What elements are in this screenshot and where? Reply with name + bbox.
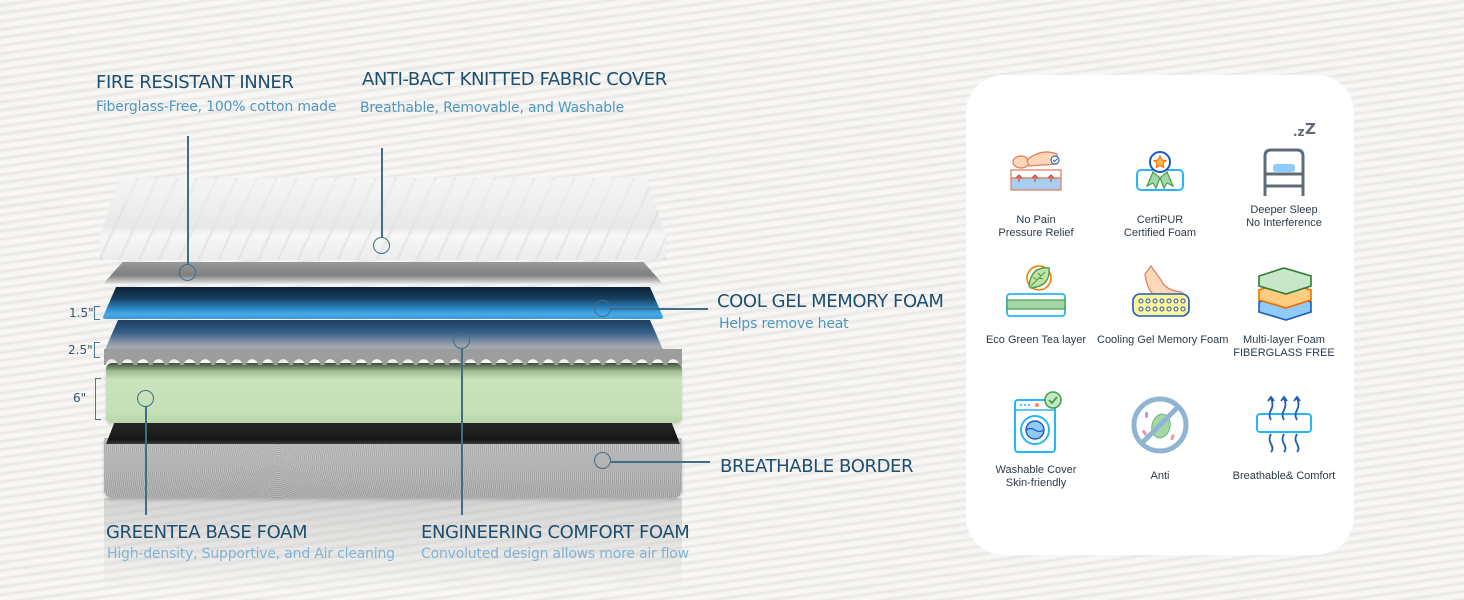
bed-sleep-icon: .z Z <box>1263 120 1316 196</box>
feature-label: Skin-friendly <box>1005 477 1067 489</box>
fabric-cover-top-face <box>120 180 646 230</box>
feature-label: No Pain <box>1016 214 1056 226</box>
greentea-base-foam-layer <box>106 363 682 423</box>
feature-label: Cooling Gel Memory Foam <box>1097 334 1229 346</box>
border-inner-shadow <box>106 422 680 444</box>
gel-foam-leader-line <box>610 308 708 310</box>
feature-label: Anti <box>1150 470 1170 482</box>
fire-resistant-inner-layer <box>103 262 663 284</box>
feature-label: Breathable& Comfort <box>1232 470 1336 482</box>
gel-foam-subtitle: Helps remove heat <box>719 316 849 332</box>
base-thickness-bracket <box>95 378 101 420</box>
fabric-cover-leader-line <box>381 148 383 238</box>
greentea-title: GREENTEA BASE FOAM <box>106 522 308 543</box>
gel-foam-title: COOL GEL MEMORY FOAM <box>717 291 944 312</box>
feature-certipur: CertiPUR Certified Foam <box>1097 140 1223 240</box>
feature-cooling-gel: Cooling Gel Memory Foam <box>1097 260 1229 347</box>
feature-label: Eco Green Tea layer <box>985 334 1087 346</box>
fabric-cover-title: ANTI-BACT KNITTED FABRIC COVER <box>362 69 667 90</box>
feature-label: CertiPUR <box>1136 214 1184 226</box>
comfort-thickness-bracket <box>94 342 100 358</box>
greentea-subtitle: High-density, Supportive, and Air cleani… <box>107 546 395 562</box>
feature-label: Washable Cover <box>995 464 1077 476</box>
engineering-comfort-foam-layer <box>104 320 664 352</box>
greentea-marker-icon <box>137 390 154 407</box>
feature-anti-bacterial: Anti <box>1097 390 1223 483</box>
feature-label: Certified Foam <box>1123 227 1197 239</box>
feature-eco-green-tea: Eco Green Tea layer <box>973 260 1099 347</box>
anti-bacteria-icon <box>1131 396 1189 454</box>
feature-label: No Interference <box>1246 217 1322 229</box>
comfort-title: ENGINEERING COMFORT FOAM <box>421 522 690 543</box>
border-marker-icon <box>594 452 611 469</box>
features-panel: No Pain Pressure Relief CertiPUR Certifi… <box>966 75 1354 555</box>
leaf-layer-icon <box>1006 265 1066 317</box>
greentea-leader-line <box>145 407 147 515</box>
feature-deeper-sleep: .z Z Deeper Sleep No Interference <box>1221 120 1347 230</box>
stacked-layers-icon <box>1258 267 1312 321</box>
gel-thickness-bracket <box>94 306 100 320</box>
comfort-marker-icon <box>453 332 470 349</box>
fire-resistant-title: FIRE RESISTANT INNER <box>96 72 294 93</box>
svg-text:.z: .z <box>1293 125 1305 139</box>
feature-breathable: Breathable& Comfort <box>1221 390 1347 483</box>
feature-label: Pressure Relief <box>998 227 1074 239</box>
fabric-cover-subtitle: Breathable, Removable, and Washable <box>360 100 624 116</box>
feature-label: Deeper Sleep <box>1250 204 1318 216</box>
feature-label: Multi-layer Foam <box>1243 334 1325 346</box>
cool-gel-memory-foam-layer <box>102 287 664 319</box>
breathable-icon <box>1256 395 1312 453</box>
gel-foam-marker-icon <box>594 300 611 317</box>
fabric-cover-marker-icon <box>373 237 390 254</box>
hand-foam-icon <box>1132 264 1190 317</box>
gel-thickness-label: 1.5" <box>69 306 94 320</box>
comfort-subtitle: Convoluted design allows more air flow <box>421 546 689 562</box>
comfort-leader-line <box>461 349 463 515</box>
certified-badge-icon <box>1136 151 1184 191</box>
feature-washable-cover: Washable Cover Skin-friendly <box>973 390 1099 490</box>
feature-pressure-relief: No Pain Pressure Relief <box>973 140 1099 240</box>
border-title: BREATHABLE BORDER <box>720 456 914 477</box>
fire-resistant-leader-line <box>187 136 189 264</box>
fire-resistant-marker-icon <box>179 264 196 281</box>
feature-label: FIBERGLASS FREE <box>1233 347 1335 359</box>
breathable-border-layer <box>104 438 682 498</box>
pressure-relief-icon <box>1010 151 1062 191</box>
mattress-reflection <box>104 498 682 588</box>
comfort-thickness-label: 2.5" <box>68 343 93 357</box>
washing-machine-icon <box>1014 391 1062 453</box>
feature-multi-layer: Multi-layer Foam FIBERGLASS FREE <box>1221 260 1347 360</box>
border-leader-line <box>610 461 710 463</box>
fire-resistant-subtitle: Fiberglass-Free, 100% cotton made <box>96 99 337 115</box>
svg-text:Z: Z <box>1305 120 1316 138</box>
convoluted-wave-edge <box>104 349 682 365</box>
base-thickness-label: 6" <box>73 391 87 405</box>
